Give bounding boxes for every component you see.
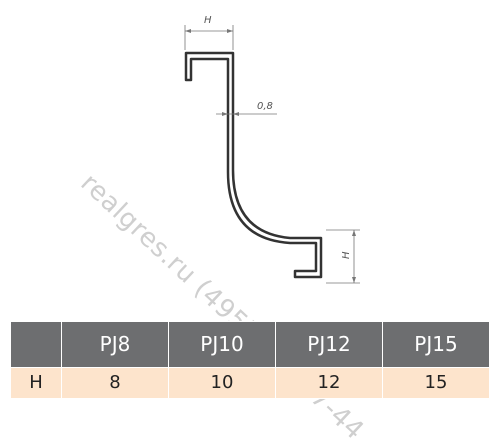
- table-cell: 12: [275, 366, 383, 400]
- thickness-arrow-right: [233, 112, 239, 116]
- side-dimension-label: H: [341, 251, 352, 259]
- table-row: H 8 10 12 15: [10, 366, 490, 400]
- table-header-cell: PJ8: [61, 321, 169, 368]
- profile-spec-figure: H 0,8 H realgres.ru (495) 646-17-44 PJ8 …: [10, 15, 490, 446]
- profile-outline: [184, 51, 323, 279]
- spec-table: PJ8 PJ10 PJ12 PJ15 H 8 10 12 15: [10, 321, 490, 400]
- table-row-label: H: [10, 366, 62, 400]
- side-dimension-arrow-top: [352, 230, 356, 236]
- table-header-cell: PJ12: [275, 321, 383, 368]
- top-dimension-arrow-right: [227, 29, 233, 33]
- table-cell: 15: [382, 366, 490, 400]
- thickness-label: 0,8: [257, 101, 273, 112]
- table-cell: 10: [168, 366, 276, 400]
- table-cell: 8: [61, 366, 169, 400]
- side-dimension-arrow-bottom: [352, 277, 356, 283]
- table-header-corner: [10, 321, 62, 368]
- profile-drawing: H 0,8 H: [184, 15, 360, 284]
- table-header-cell: PJ10: [168, 321, 276, 368]
- table-header-row: PJ8 PJ10 PJ12 PJ15: [10, 321, 490, 368]
- top-dimension-label: H: [204, 15, 212, 26]
- top-dimension-arrow-left: [185, 29, 191, 33]
- thickness-arrow-left: [222, 112, 228, 116]
- table-header-cell: PJ15: [382, 321, 490, 368]
